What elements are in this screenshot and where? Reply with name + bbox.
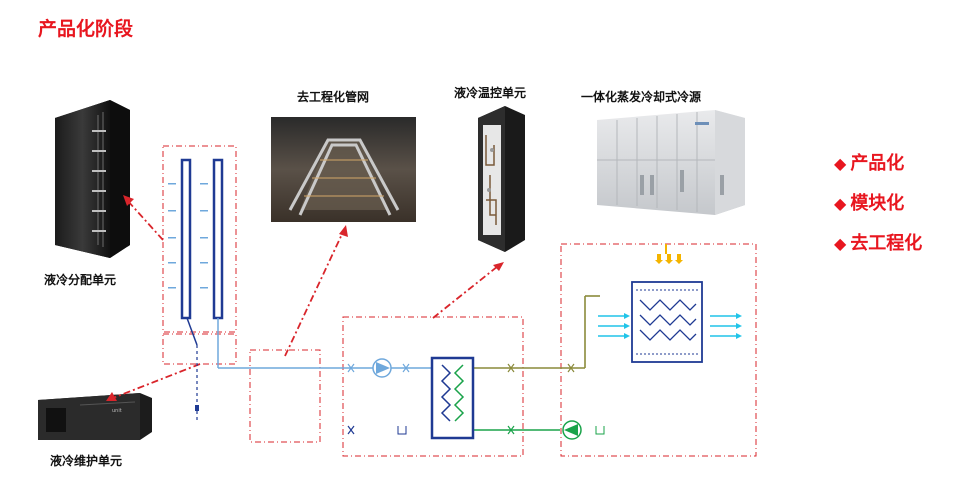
cdu-service-box (162, 333, 237, 365)
feature-item: ◆模块化 (834, 193, 905, 214)
valves (347, 363, 575, 435)
pipe-lines (218, 295, 600, 431)
pump-icon (372, 358, 392, 378)
pump-green-icon (562, 420, 582, 440)
cooling-source-image (597, 110, 745, 215)
heat-exchanger-icon (430, 356, 475, 440)
spray-nozzles (655, 244, 683, 264)
maintenance-unit-label: 液冷维护单元 (50, 454, 123, 468)
page-title: 产品化阶段 (38, 18, 134, 40)
svg-text:unit: unit (112, 408, 122, 414)
diamond-bullet-icon: ◆ (834, 154, 847, 173)
feature-item: ◆产品化 (834, 153, 905, 174)
piping-box (249, 349, 321, 443)
cdu-manifolds (168, 158, 224, 420)
cooling-tower-icon (631, 281, 703, 363)
temp-control-unit-label: 液冷温控单元 (454, 86, 527, 100)
diamond-bullet-icon: ◆ (834, 194, 847, 213)
sensor-marks (397, 426, 605, 435)
feature-item: ◆去工程化 (834, 233, 923, 254)
arrow-heads (106, 195, 504, 401)
pointer-arrows (112, 199, 499, 399)
airflow-arrowheads (624, 313, 742, 339)
cooling-source-label: 一体化蒸发冷却式冷源 (581, 90, 702, 104)
diamond-bullet-icon: ◆ (834, 234, 847, 253)
cdu-rack-image (55, 100, 130, 258)
temp-control-unit-image (478, 106, 525, 252)
piping-network-label: 去工程化管网 (297, 90, 370, 104)
cooling-source-box (560, 243, 757, 457)
piping-network-image (271, 117, 416, 222)
feature-list: ◆产品化 ◆模块化 ◆去工程化 (834, 150, 922, 270)
airflow-arrows (598, 315, 736, 337)
cdu-label: 液冷分配单元 (44, 273, 117, 287)
temp-control-box (342, 316, 524, 457)
cdu-box (162, 145, 237, 333)
maintenance-unit-image: unit (38, 393, 152, 440)
